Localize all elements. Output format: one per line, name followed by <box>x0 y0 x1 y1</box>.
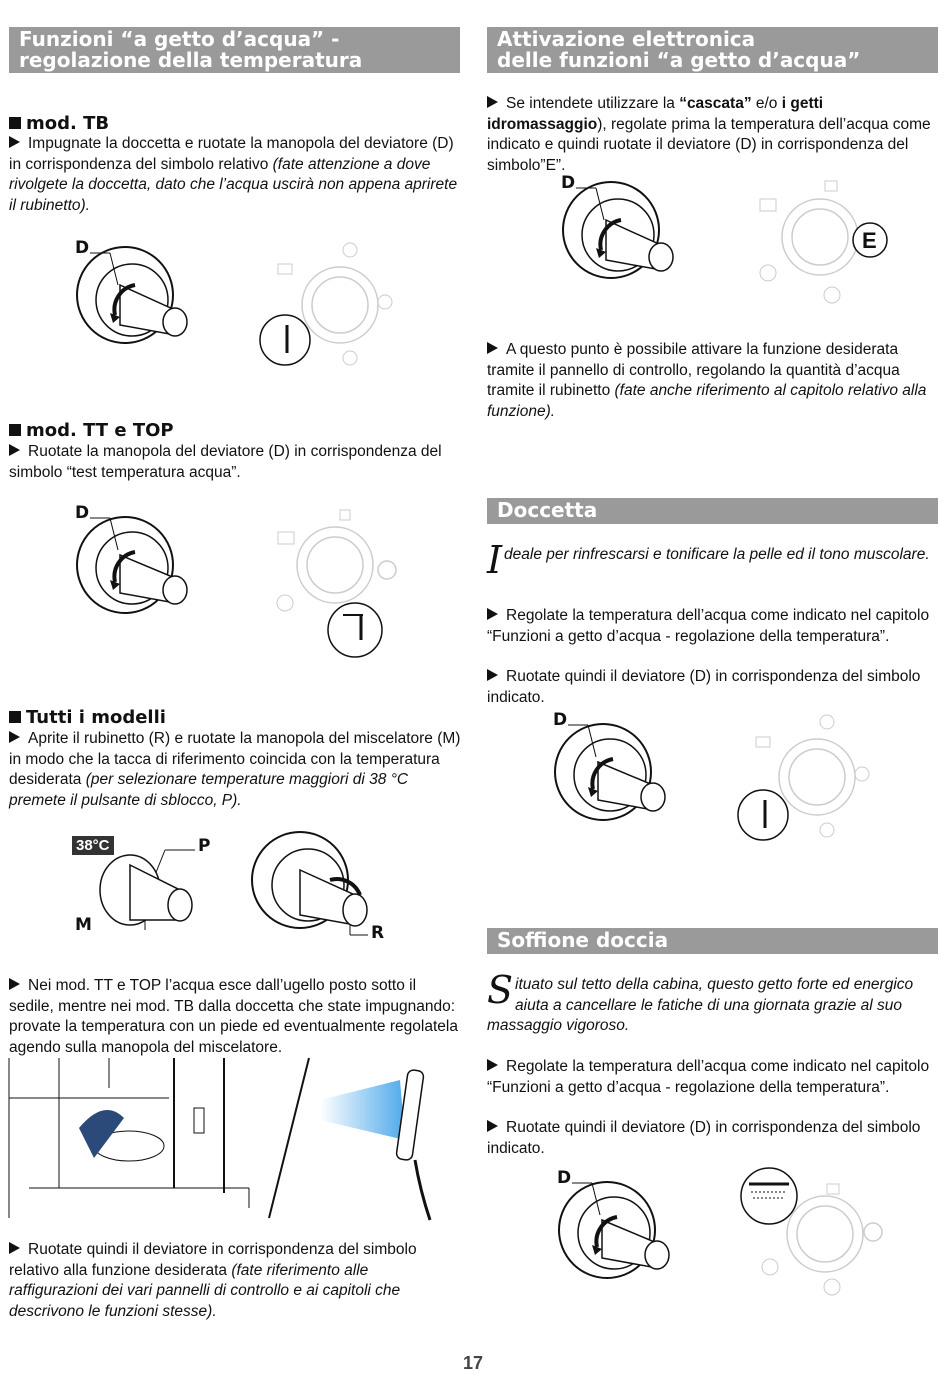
section-title-line1: Attivazione elettronica <box>497 27 756 51</box>
paragraph-ruotate-doccetta: Ruotate quindi il deviatore (D) in corri… <box>487 668 921 706</box>
label-r: R <box>371 923 385 943</box>
paragraph-tutti-modelli: Aprite il rubinetto (R) e ruotate la man… <box>9 730 461 809</box>
deviator-knob-illustration <box>558 1181 670 1279</box>
label-d: D <box>561 173 576 193</box>
arrow-bullet-icon <box>9 978 20 990</box>
section-title: Doccetta <box>497 498 598 522</box>
section-title-line1: Funzioni “a getto d’acqua” - <box>19 27 340 51</box>
arrow-bullet-icon <box>487 96 498 108</box>
subheading-mod-tb: mod. TB <box>9 113 109 134</box>
arrow-bullet-icon <box>9 731 20 743</box>
control-panel-illustration-doccetta <box>737 714 870 841</box>
control-panel-illustration-tb <box>259 242 393 366</box>
paragraph-se-intendete: Se intendete utilizzare la “cascata” e/o… <box>487 95 931 174</box>
tap-knob-illustration <box>251 831 368 936</box>
paragraph-a-questo-punto: A questo punto è possibile attivare la f… <box>487 341 927 420</box>
paragraph-nei-mod: Nei mod. TT e TOP l’acqua esce dall’ugel… <box>9 977 458 1056</box>
arrow-bullet-icon <box>9 136 20 148</box>
deviator-knob-illustration <box>76 516 188 614</box>
arrow-bullet-icon <box>487 608 498 620</box>
label-d: D <box>557 1168 572 1188</box>
paragraph-mod-tt: Ruotate la manopola del deviatore (D) in… <box>9 443 442 481</box>
symbol-e-icon: E <box>862 228 877 253</box>
section-header-temperatura: Funzioni “a getto d’acqua” - regolazione… <box>9 27 460 73</box>
control-panel-illustration-soffione <box>740 1167 883 1296</box>
subheading-tutti-modelli: Tutti i modelli <box>9 707 166 728</box>
square-bullet-icon <box>9 424 21 436</box>
square-bullet-icon <box>9 117 21 129</box>
control-panel-illustration-e <box>759 180 888 304</box>
paragraph-ruotate-soffione: Ruotate quindi il deviatore (D) in corri… <box>487 1119 921 1157</box>
paragraph-mod-tb: Impugnate la doccetta e ruotate la manop… <box>9 135 458 214</box>
subheading-mod-tt-top: mod. TT e TOP <box>9 420 174 441</box>
square-bullet-icon <box>9 711 21 723</box>
section-title: Soffione doccia <box>497 928 669 952</box>
section-title-line2: delle funzioni “a getto d’acqua” <box>497 48 861 72</box>
section-header-attivazione: Attivazione elettronica delle funzioni “… <box>487 27 938 73</box>
section-header-soffione: Soffione doccia <box>487 928 938 954</box>
deviator-knob-illustration <box>76 246 188 344</box>
page-number: 17 <box>463 1353 484 1373</box>
label-p: P <box>198 836 211 856</box>
label-d: D <box>75 238 90 258</box>
section-title-line2: regolazione della temperatura <box>19 48 363 72</box>
shower-cabin-illustration <box>8 1057 310 1219</box>
temperature-badge: 38°C <box>72 836 114 855</box>
arrow-bullet-icon <box>9 1242 20 1254</box>
paragraph-regolate-soffione: Regolate la temperatura dell’acqua come … <box>487 1058 930 1096</box>
arrow-bullet-icon <box>487 669 498 681</box>
paragraph-ruotate-deviatore: Ruotate quindi il deviatore in corrispon… <box>9 1241 417 1320</box>
arrow-bullet-icon <box>9 444 20 456</box>
dropcap: I <box>487 538 503 582</box>
dropcap: S <box>487 968 514 1012</box>
arrow-bullet-icon <box>487 1059 498 1071</box>
paragraph-regolate-doccetta: Regolate la temperatura dell’acqua come … <box>487 607 930 645</box>
handheld-shower-illustration <box>320 1069 432 1221</box>
label-d: D <box>75 503 90 523</box>
control-panel-illustration-tt <box>276 509 397 658</box>
deviator-knob-illustration <box>562 181 674 279</box>
arrow-bullet-icon <box>487 342 498 354</box>
section-header-doccetta: Doccetta <box>487 498 938 524</box>
mixer-knob-illustration <box>99 849 195 930</box>
label-m: M <box>75 915 92 935</box>
arrow-bullet-icon <box>487 1120 498 1132</box>
deviator-knob-illustration <box>554 723 666 821</box>
label-d: D <box>553 710 568 730</box>
